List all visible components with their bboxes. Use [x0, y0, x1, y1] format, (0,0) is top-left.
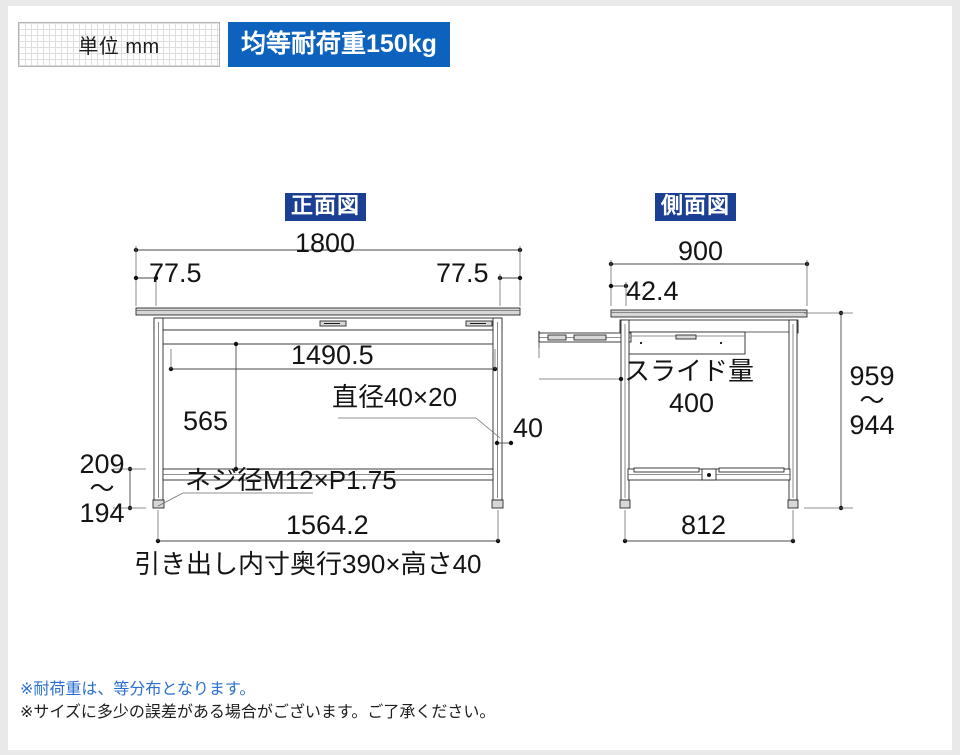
side-view-title: 側面図: [655, 193, 737, 222]
footnotes: ※耐荷重は、等分布となります。 ※サイズに多少の誤差がある場合がございます。ご了…: [20, 678, 495, 724]
dim-front-height-under-top: 565: [183, 406, 229, 436]
unit-badge: 単位 mm: [18, 22, 220, 67]
dim-side-foot-pitch: 812: [681, 510, 727, 540]
dim-side-height-range: 959 〜 944: [841, 361, 903, 441]
dim-front-inset-left: 77.5: [149, 258, 202, 288]
dim-side-height-max: 959: [849, 361, 895, 391]
apron-hardware-icon: [319, 320, 493, 327]
annotation-slide-label: スライド量: [624, 356, 755, 386]
front-view-geometry: [113, 246, 523, 544]
drawing-page: 単位 mm 均等耐荷重150kg 正面図 側面図 .ln { stroke:#1…: [8, 6, 952, 750]
dim-foot-adjust-min: 194: [79, 498, 125, 529]
dim-front-foot-adjust: 209 〜 194: [74, 449, 130, 529]
footnote-load-distribution: ※耐荷重は、等分布となります。: [20, 681, 256, 698]
dim-side-top-overhang: 42.4: [626, 276, 679, 306]
annotation-drawer-inner: 引き出し内寸奥行390×高さ40: [134, 549, 482, 579]
front-view-title: 正面図: [285, 193, 367, 222]
dim-front-inset-right: 77.5: [436, 258, 489, 288]
slide-rail-icon: [538, 331, 632, 358]
footnote-size-tolerance: ※サイズに多少の誤差がある場合がございます。ご了承ください。: [20, 704, 496, 722]
dim-foot-adjust-tilde: 〜: [89, 474, 115, 503]
annotation-pipe-spec: 直径40×20: [332, 382, 458, 412]
dim-side-height-tilde: 〜: [859, 386, 885, 415]
load-capacity-badge: 均等耐荷重150kg: [228, 22, 450, 67]
dim-front-drawer-width: 1490.5: [291, 340, 374, 370]
dim-front-overall-width: 1800: [295, 228, 356, 258]
dim-foot-adjust-max: 209: [79, 449, 125, 479]
header-badges: 単位 mm 均等耐荷重150kg: [18, 22, 450, 67]
dim-front-leg-pitch: 1564.2: [286, 510, 369, 540]
technical-drawing: .ln { stroke:#1a1a1a; stroke-width:1; fi…: [113, 246, 853, 544]
unit-label: 単位 mm: [78, 36, 160, 58]
load-capacity-label: 均等耐荷重150kg: [241, 30, 437, 58]
annotation-screw-spec: ネジ径M12×P1.75: [185, 465, 397, 495]
dim-side-height-min: 944: [849, 410, 895, 441]
dim-side-overall-depth: 900: [678, 236, 724, 266]
annotation-slide-value: 400: [669, 388, 715, 418]
dim-front-rail-height: 40: [513, 413, 544, 443]
